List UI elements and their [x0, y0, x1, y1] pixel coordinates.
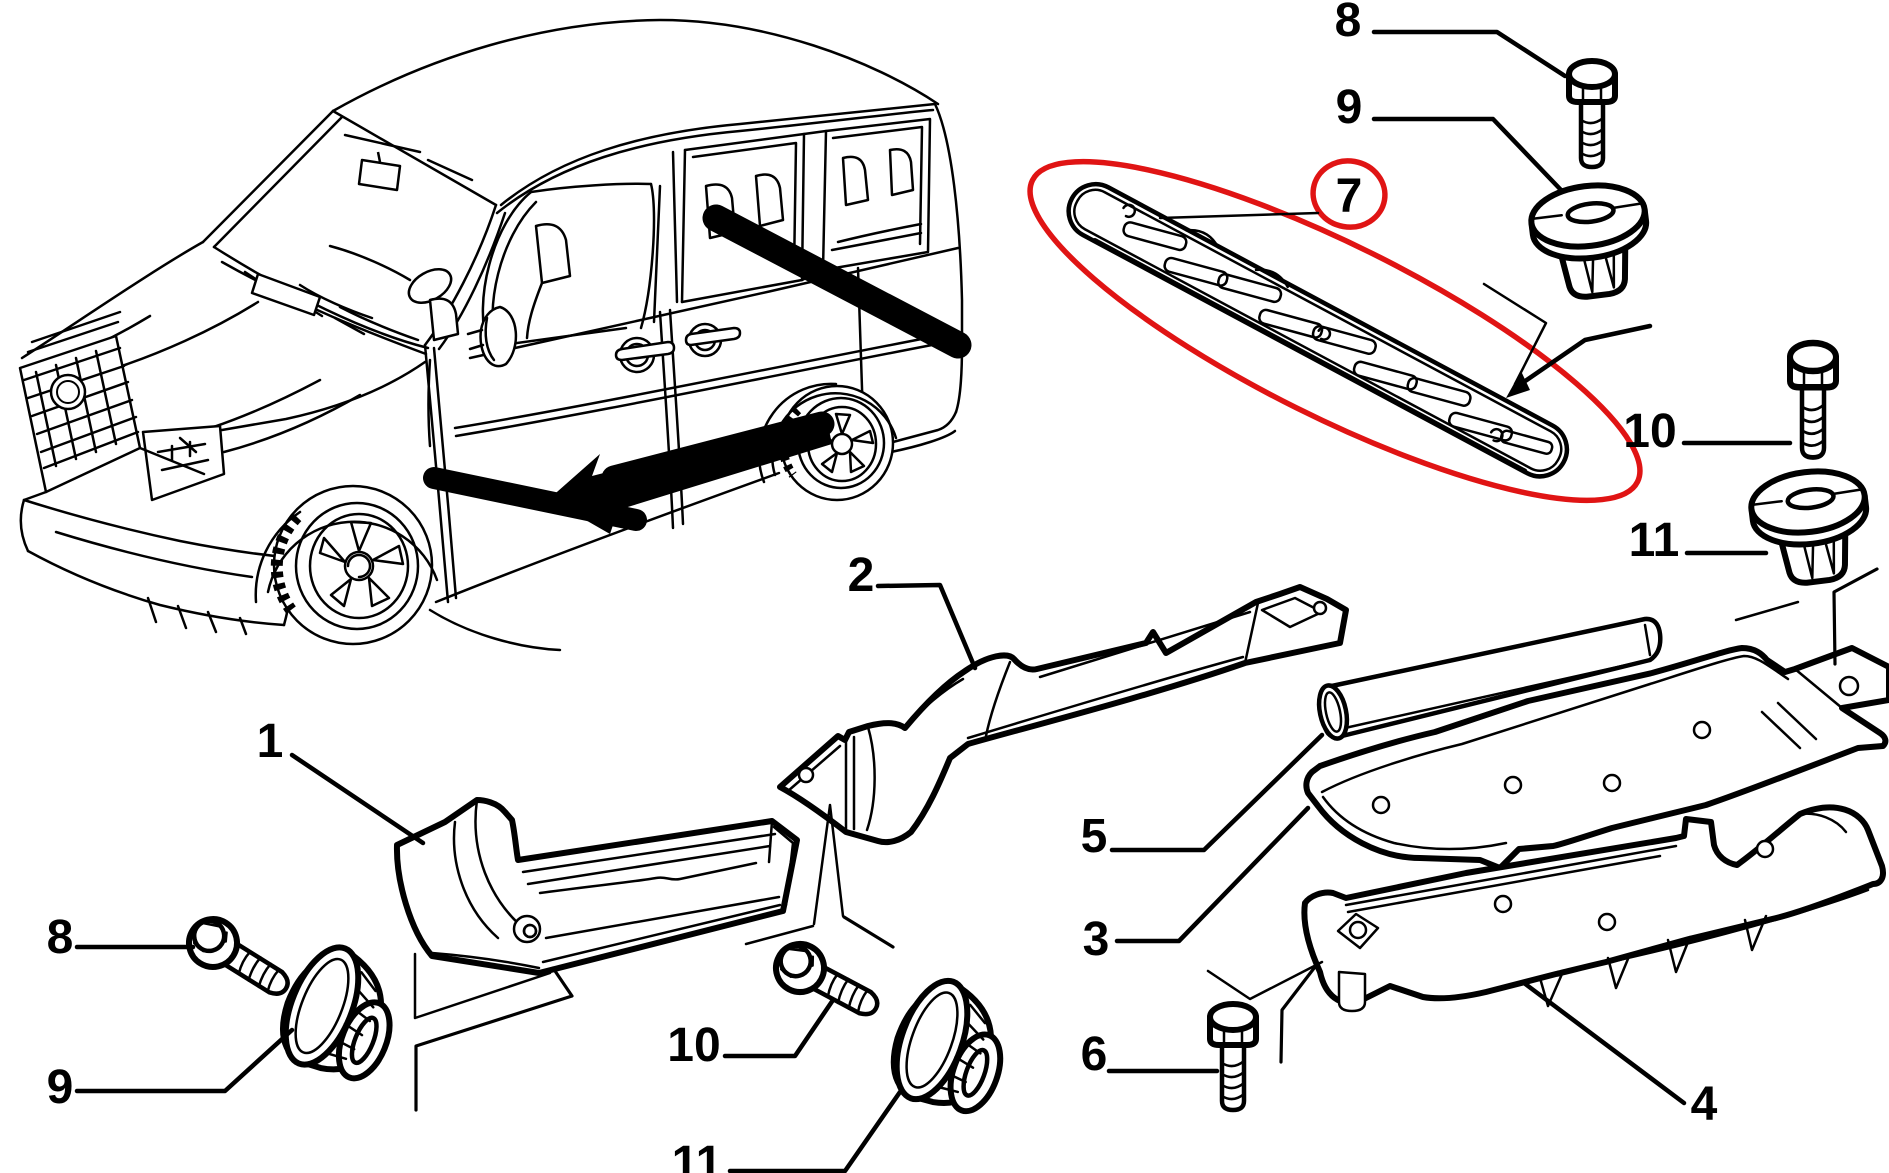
svg-text:8: 8	[47, 911, 74, 964]
svg-text:4: 4	[1691, 1078, 1718, 1131]
svg-text:9: 9	[47, 1061, 74, 1114]
svg-text:5: 5	[1081, 810, 1108, 863]
svg-text:8: 8	[1335, 0, 1362, 47]
svg-text:10: 10	[667, 1019, 720, 1072]
svg-text:2: 2	[848, 549, 875, 602]
svg-text:3: 3	[1083, 913, 1110, 966]
svg-text:7: 7	[1336, 170, 1363, 223]
svg-text:11: 11	[672, 1137, 723, 1173]
svg-text:10: 10	[1623, 405, 1676, 458]
svg-text:1: 1	[257, 715, 284, 768]
svg-text:9: 9	[1336, 81, 1363, 134]
svg-text:11: 11	[1629, 514, 1680, 567]
svg-text:6: 6	[1081, 1028, 1108, 1081]
